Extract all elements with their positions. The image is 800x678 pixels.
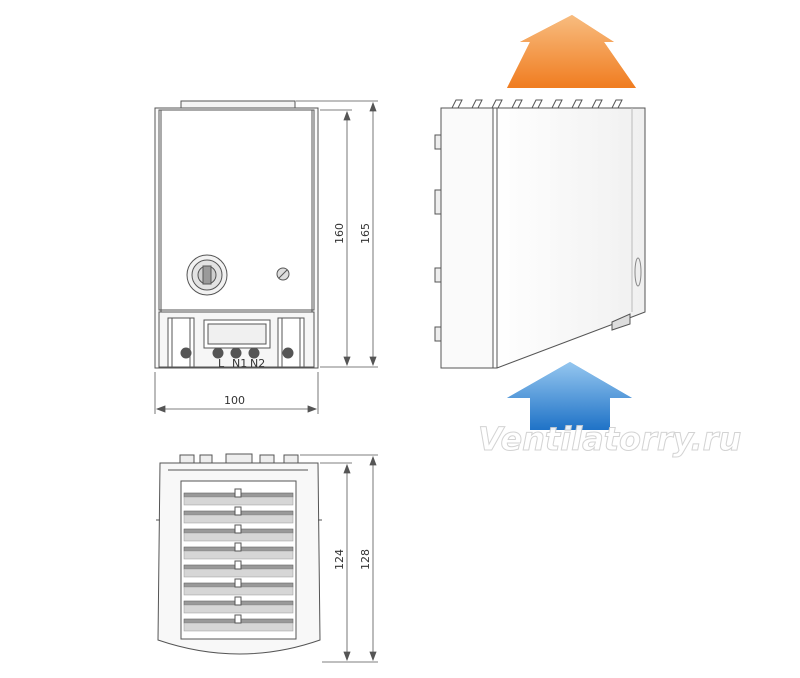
dim-height-inner-label: 160 bbox=[333, 223, 346, 244]
side-back-plate bbox=[440, 107, 494, 369]
thermostat-knob bbox=[186, 254, 228, 296]
dim-width-label: 100 bbox=[224, 394, 245, 407]
side-front-cover bbox=[492, 107, 646, 369]
terminal-label-l: L bbox=[218, 357, 225, 370]
mount-screw-right bbox=[282, 347, 294, 359]
terminal-label-n2: N2 bbox=[250, 357, 265, 370]
watermark: Ventilatorry.ru bbox=[478, 420, 741, 458]
side-view bbox=[434, 99, 646, 369]
cool-air-inlet-arrow-shade bbox=[507, 362, 632, 430]
top-view bbox=[156, 453, 322, 655]
terminal-screw-n2 bbox=[248, 347, 260, 359]
indicator-screw bbox=[276, 267, 290, 281]
top-cap bbox=[180, 100, 296, 109]
housing-front-panel bbox=[158, 109, 315, 311]
dim-depth-inner-label: 124 bbox=[333, 549, 346, 570]
top-dimensions bbox=[300, 454, 378, 663]
warm-air-outlet-arrow-shade bbox=[507, 15, 636, 88]
front-dimensions bbox=[154, 100, 378, 414]
terminal-screw-n1 bbox=[230, 347, 242, 359]
terminal-screw-l bbox=[212, 347, 224, 359]
dim-depth-outer-label: 128 bbox=[359, 549, 372, 570]
dim-height-outer-label: 165 bbox=[359, 223, 372, 244]
terminal-label-n1: N1 bbox=[232, 357, 247, 370]
mount-screw-left bbox=[180, 347, 192, 359]
front-view bbox=[154, 100, 319, 369]
